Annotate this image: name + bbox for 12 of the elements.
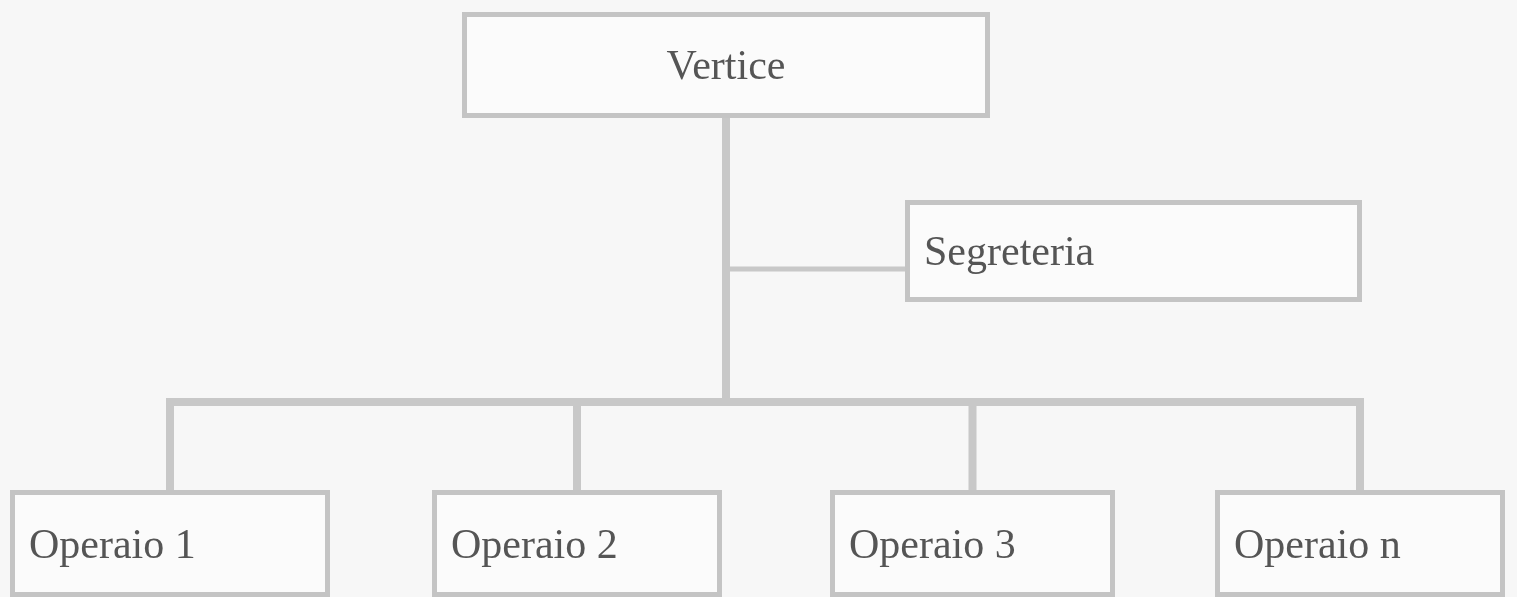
role-label: Operaio 2	[451, 519, 618, 568]
role-label: Operaio 1	[29, 519, 196, 568]
role-box	[462, 12, 990, 118]
role-label: Segreteria	[924, 227, 1095, 275]
role-box	[432, 490, 722, 597]
role-box	[905, 200, 1362, 302]
role-box	[10, 490, 330, 597]
role-box	[830, 490, 1115, 597]
role-label: Operaio n	[1234, 519, 1401, 568]
role-label: Operaio 3	[849, 519, 1016, 568]
role-label: Vertice	[666, 41, 786, 89]
role-box	[1215, 490, 1505, 597]
